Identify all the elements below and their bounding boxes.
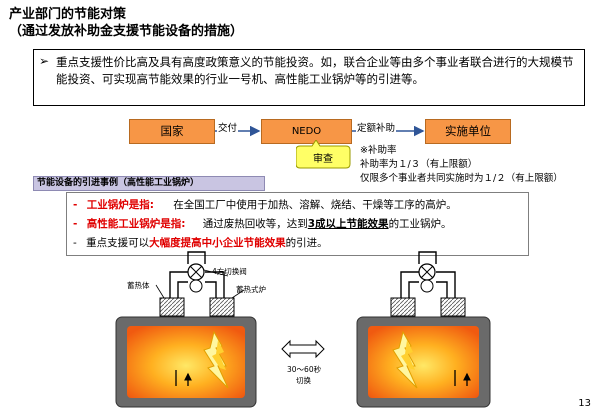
flow-label-grant: 交付 xyxy=(217,123,239,134)
page-subtitle: （通过发放补助金支援节能设备的措施） xyxy=(9,24,244,39)
arrow-bullet-icon: ➢ xyxy=(39,54,50,68)
desc-industrial-furnace: 在全国工厂中使用于加热、溶解、烧结、干燥等工序的高炉。 xyxy=(173,199,457,211)
example-box: - 工业锅炉是指: 在全国工厂中使用于加热、溶解、烧结、干燥等工序的高炉。 - … xyxy=(66,192,529,256)
summary-box: ➢ 重点支援性价比高及具有高度政策意义的节能投资。如，联合企业等由多个事业者联合… xyxy=(33,49,585,106)
example-item-high-performance: - 高性能工业锅炉是指: 通过废热回收等，达到3成以上节能效果的工业锅炉。 xyxy=(73,218,452,230)
furnace-left xyxy=(115,251,257,408)
switch-time: 30～60秒 xyxy=(287,365,322,374)
page-title: 产业部门的节能对策 xyxy=(9,7,127,22)
subsidy-rate-line1: 补助率为１/３（有上限额） xyxy=(360,159,478,170)
emphasis-energy-saving: 3成以上节能效果 xyxy=(307,218,389,230)
example-item-industrial-furnace: - 工业锅炉是指: 在全国工厂中使用于加热、溶解、烧结、干燥等工序的高炉。 xyxy=(73,199,457,211)
label-four-way-valve: 4方切换阀 xyxy=(212,267,247,276)
switch-arrow xyxy=(281,339,325,359)
flow-label-subsidy: 定额补助 xyxy=(356,123,397,134)
example-banner: 节能设备的引进事例（高性能工业锅炉） xyxy=(33,176,265,191)
review-callout-shape xyxy=(296,140,351,169)
term-industrial-furnace: 工业锅炉是指: xyxy=(86,199,154,211)
review-label: 审查 xyxy=(313,154,333,165)
label-regenerative-furnace: 蓄热式炉 xyxy=(236,285,266,294)
term-high-performance: 高性能工业锅炉是指: xyxy=(86,218,186,230)
flow-node-country: 国家 xyxy=(129,119,215,144)
flow-node-implementer: 实施单位 xyxy=(425,119,511,144)
page-number: 13 xyxy=(578,398,591,409)
emphasis-sme: 大幅度提高中小企业节能效果 xyxy=(149,237,286,249)
switch-label: 切换 xyxy=(296,376,311,385)
subsidy-rate-title: ※补助率 xyxy=(360,145,397,156)
example-item-priority: - 重点支援可以大幅度提高中小企业节能效果的引进。 xyxy=(73,237,328,249)
subsidy-rate-line2: 仅限多个事业者共同实施时为１/２（有上限额） xyxy=(360,173,563,184)
summary-text: 重点支援性价比高及具有高度政策意义的节能投资。如，联合企业等由多个事业者联合进行… xyxy=(56,55,574,86)
furnace-right xyxy=(356,251,491,408)
label-regenerator: 蓄热体 xyxy=(127,281,150,290)
flow-node-nedo: NEDO xyxy=(261,119,352,144)
